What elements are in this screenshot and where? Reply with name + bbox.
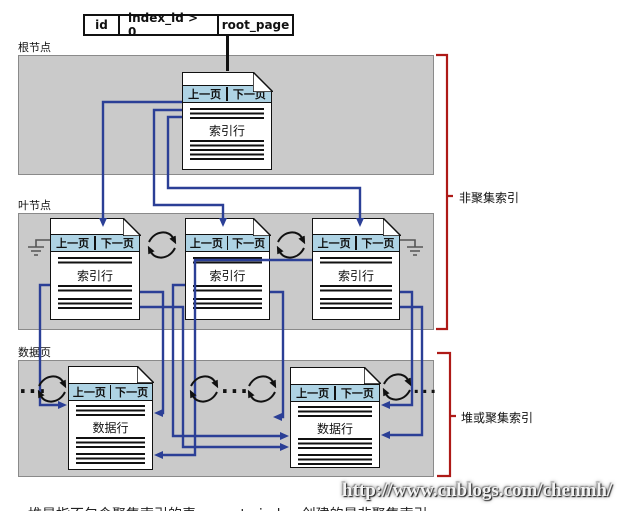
nonclustered-index-bracket [436,53,453,331]
index-rows-lines [193,285,262,293]
prev-page-label: 上一页 [56,237,90,250]
prev-page-label: 上一页 [72,386,106,399]
index-rows-lines [58,257,132,265]
root-node-band-label: 根节点 [18,41,51,54]
prev-page-label: 上一页 [296,387,330,400]
heap-or-clustered-label: 堆或聚集索引 [461,411,534,425]
more-pages-ellipsis: ... [413,378,439,398]
header-divider [226,236,229,250]
leaf-index-page-3: 上一页下一页 索引行 [312,217,401,320]
header-divider [94,236,96,250]
header-divider [355,236,357,250]
data-rows-lines [76,453,145,465]
watermark-url: http://www.cnblogs.com/chenmh/ [342,480,613,501]
index-row-label: 索引行 [208,123,245,138]
index-rows-lines [193,298,262,311]
nonclustered-index-label: 非聚集索引 [459,191,520,205]
header-divider [109,385,112,399]
page-chain-header: 上一页下一页 [291,384,379,402]
partially-cropped-caption: 堆是指不包含聚集索引的表，create index 创建的是非聚集索引 [28,504,428,511]
leaf-index-page-1: 上一页下一页 索引行 [50,217,141,320]
data-page-1: 上一页下一页 数据行 [68,365,154,470]
dog-ear-fold-icon [136,365,154,383]
root-index-page: 上一页下一页 索引行 [182,71,273,170]
index-rows-lines [320,257,392,265]
index-rows-lines [190,108,264,120]
leaf-node-band-label: 叶节点 [18,199,51,212]
data-page-2: 上一页下一页 数据行 [290,366,381,468]
heap-or-clustered-bracket [437,351,456,478]
more-pages-ellipsis: ... [221,374,250,398]
data-row-label: 数据行 [92,420,129,435]
more-pages-ellipsis: ... [19,374,48,398]
dog-ear-fold-icon [382,217,401,236]
page-chain-header: 上一页下一页 [51,234,139,252]
prev-page-label: 上一页 [188,88,222,101]
page-chain-header: 上一页下一页 [186,234,269,252]
index-rows-lines [320,298,392,311]
index-rows-lines [193,257,262,265]
next-page-label: 下一页 [100,237,134,250]
data-rows-lines [298,406,372,418]
index-rows-lines [58,298,132,311]
prev-page-label: 上一页 [189,237,223,250]
next-page-label: 下一页 [340,387,374,400]
index-row-label: 索引行 [76,268,113,283]
index-rows-lines [190,140,264,162]
cell-id: id [95,18,108,32]
index-rows-lines [58,285,132,293]
prev-page-label: 上一页 [317,237,351,250]
sysindexes-header-table: id index_id > 0 root_page [83,11,294,39]
index-row-label: 索引行 [337,268,374,283]
dog-ear-fold-icon [252,71,273,92]
leaf-index-page-2: 上一页下一页 索引行 [185,217,271,320]
page-chain-header: 上一页下一页 [313,234,399,252]
next-page-label: 下一页 [115,386,149,399]
header-divider [334,386,336,400]
index-row-label: 索引行 [209,268,246,283]
dog-ear-fold-icon [363,366,381,384]
index-rows-lines [320,285,392,293]
data-rows-lines [298,438,372,450]
data-rows-lines [76,405,145,417]
data-page-band-label: 数据页 [18,346,51,359]
cell-root-page: root_page [217,16,292,34]
dog-ear-fold-icon [122,217,141,236]
next-page-label: 下一页 [232,237,266,250]
next-page-label: 下一页 [361,237,395,250]
data-rows-lines [76,437,145,449]
dog-ear-fold-icon [252,217,271,236]
cell-index-id: index_id > 0 [118,11,217,39]
data-row-label: 数据行 [316,421,353,436]
header-divider [226,87,228,101]
page-chain-header: 上一页下一页 [69,383,152,401]
data-rows-lines [298,454,372,466]
